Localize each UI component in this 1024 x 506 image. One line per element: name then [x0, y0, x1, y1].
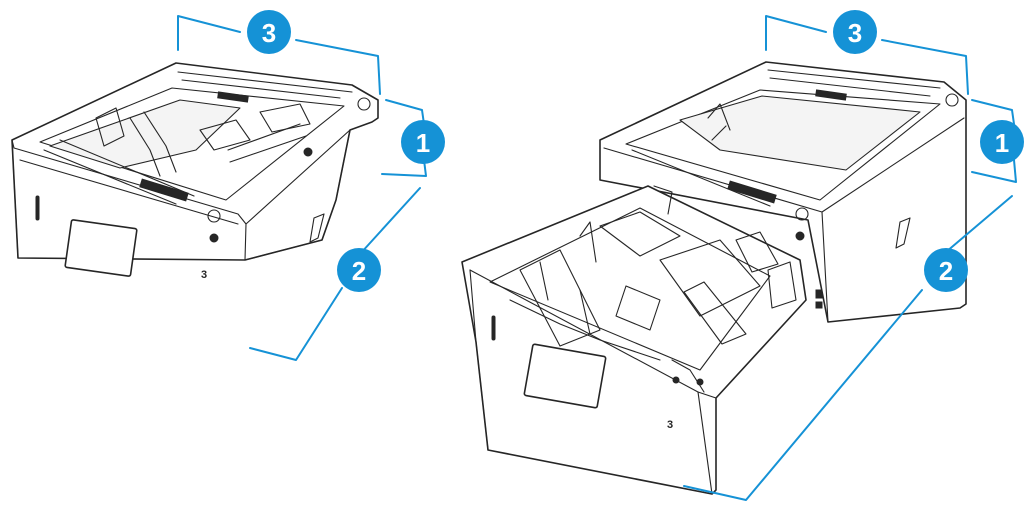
- svg-text:3: 3: [262, 18, 276, 48]
- svg-text:2: 2: [352, 256, 366, 286]
- width-dimension-line: [177, 15, 241, 51]
- height-dimension-line: [385, 99, 425, 125]
- dimension-lines: [177, 15, 427, 361]
- callout-width: 3: [247, 10, 291, 54]
- feeder-body: [11, 62, 379, 277]
- tray-number-label-open: 3: [667, 419, 673, 431]
- svg-text:3: 3: [848, 18, 862, 48]
- svg-text:1: 1: [416, 128, 430, 158]
- callout-height-open: 1: [980, 120, 1024, 164]
- dimension-lines-open: [683, 15, 1017, 501]
- svg-text:1: 1: [995, 128, 1009, 158]
- callout-depth: 2: [337, 248, 381, 292]
- height-dimension-line-open: [971, 99, 1015, 125]
- callout-width-open: 3: [833, 10, 877, 54]
- tray-number-label: 3: [201, 269, 207, 281]
- depth-dimension-line-open: [945, 195, 1013, 253]
- callout-height: 1: [401, 120, 445, 164]
- feeder-closed-figure: 3 3 1 2: [11, 10, 445, 361]
- callout-depth-open: 2: [924, 248, 968, 292]
- feeder-open-figure: 3 3 1 2: [461, 10, 1024, 501]
- paper-tray-open: [461, 185, 807, 495]
- feeder-body-open: [599, 61, 967, 323]
- depth-dimension-line: [359, 187, 421, 255]
- width-dimension-line-open: [765, 15, 827, 51]
- svg-text:2: 2: [939, 256, 953, 286]
